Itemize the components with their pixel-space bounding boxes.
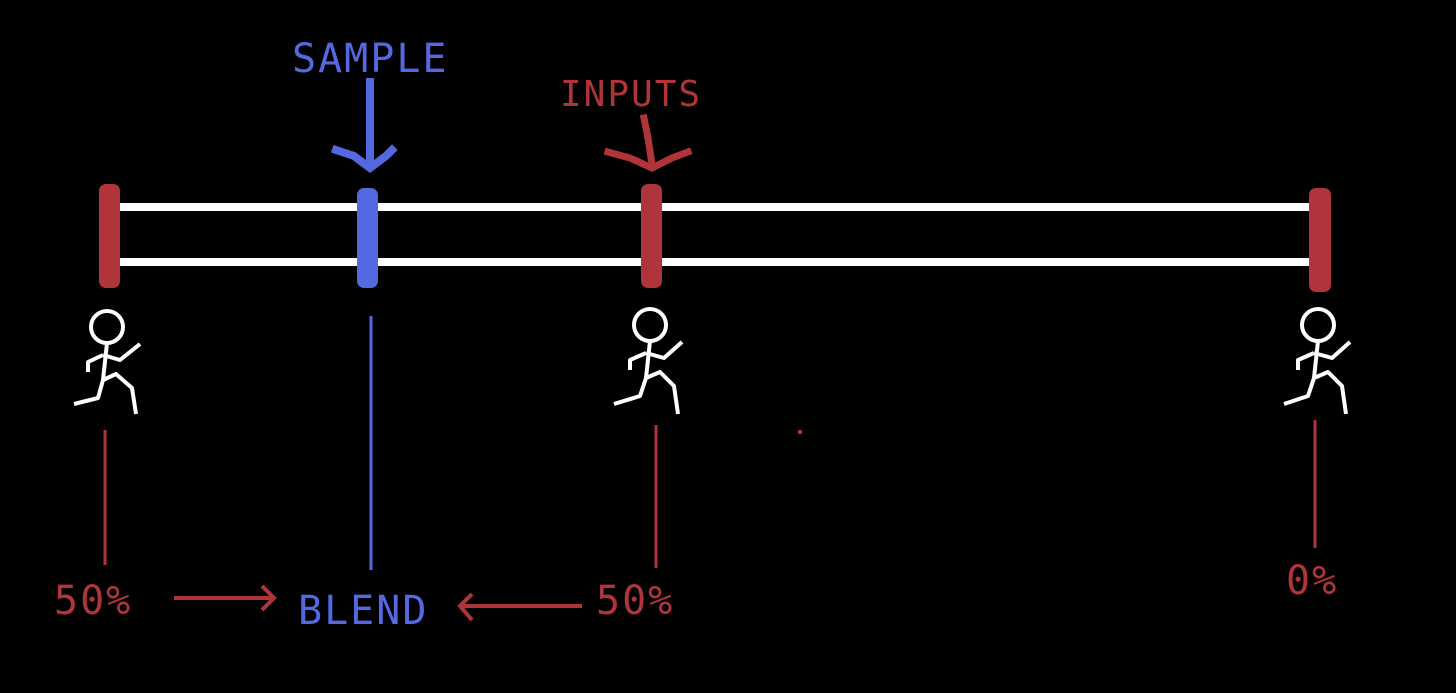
stray-dot [798, 430, 802, 434]
blend-label: BLEND [298, 588, 428, 634]
arrow-icon [174, 586, 274, 610]
inputs-arrow-icon [608, 118, 688, 168]
stick-figure-running-icon [614, 309, 682, 414]
weight-left-label: 50% [54, 578, 132, 624]
stick-figure-running-icon [74, 311, 140, 414]
sample-label: SAMPLE [292, 36, 449, 82]
input-marker-middle [641, 184, 662, 288]
input-marker-left [99, 184, 120, 288]
timeline-markers [99, 184, 1331, 292]
inputs-label: INPUTS [560, 74, 702, 115]
sample-marker [357, 188, 378, 288]
input-marker-right [1309, 188, 1331, 292]
connector-lines [105, 316, 1315, 570]
arrow-icon [460, 594, 582, 620]
sample-arrow-icon [336, 82, 392, 168]
weight-middle-label: 50% [596, 578, 674, 624]
stick-figure-running-icon [1284, 309, 1350, 414]
weight-right-label: 0% [1286, 558, 1338, 604]
timeline-rails [110, 207, 1318, 262]
